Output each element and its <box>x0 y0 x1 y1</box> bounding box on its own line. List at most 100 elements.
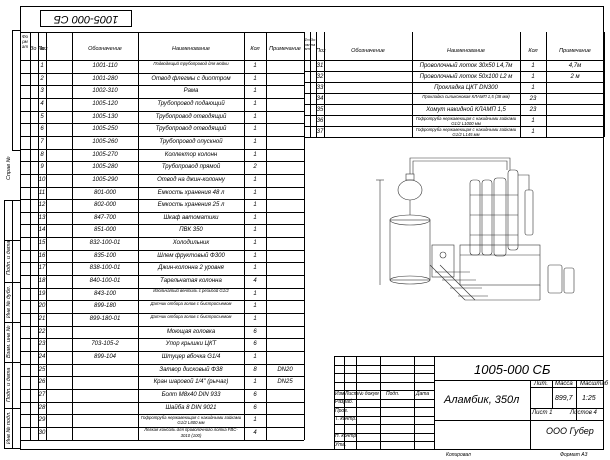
row-pos: 28 <box>38 404 46 411</box>
header-name: Наименование <box>447 48 485 54</box>
table-col-line <box>46 32 47 440</box>
table-row-line <box>20 287 304 289</box>
row-designation: 847-700 <box>93 214 117 221</box>
row-name: Моющая головка <box>166 328 216 335</box>
tb-line <box>530 387 604 388</box>
tb-line <box>434 420 604 421</box>
row-qty: 1 <box>253 151 257 158</box>
table-row-line <box>20 123 304 125</box>
tb-doc-number: 1005-000 СБ <box>474 362 551 377</box>
table-col-line <box>138 32 139 440</box>
row-name: Трубопровод опускной <box>159 138 223 145</box>
row-pos: 26 <box>38 379 46 386</box>
table-row-line <box>20 376 304 378</box>
table-row-line <box>20 313 304 314</box>
table-col-line <box>412 32 413 137</box>
tb-col-line <box>344 356 345 450</box>
row-designation: 1005-290 <box>92 176 118 183</box>
row-designation: 1005-250 <box>92 126 118 133</box>
header-name: Наименование <box>172 46 210 52</box>
row-designation: 899-180 <box>93 303 117 310</box>
tb-name: Аламбик, 350л <box>444 394 520 406</box>
row-pos: 36 <box>316 117 324 124</box>
tb-line <box>530 408 604 409</box>
table-col-line <box>304 32 305 440</box>
strip-line <box>4 282 20 283</box>
table-header-line <box>20 60 304 61</box>
side-label: Подп. и дата <box>6 240 12 275</box>
row-pos: 23 <box>38 341 46 348</box>
side-label: Инв № дубл. <box>6 285 12 318</box>
row-pos: 7 <box>40 138 44 145</box>
header-designation: Обозначение <box>351 48 385 54</box>
row-name: Легкая консоль для проволочного лотка FB… <box>144 427 238 438</box>
row-pos: 32 <box>316 73 324 80</box>
tb-role: Пров. <box>335 407 349 414</box>
header-format: Фо рм ат <box>304 37 310 51</box>
table-row-line <box>20 161 304 163</box>
row-designation: 851-000 <box>93 227 117 234</box>
row-name: Датчик отбора голов с быстросъемом <box>150 313 232 319</box>
table-row-line <box>20 414 304 416</box>
tb-col-line <box>530 380 531 450</box>
row-name: Отвод флегмы с диоптром <box>151 75 231 82</box>
tb-col-header: Подп. <box>386 390 400 397</box>
table-row-line <box>20 426 304 428</box>
tb-scale-value: 1:25 <box>582 395 596 402</box>
tb-left <box>334 356 335 450</box>
row-name: Шлем фруктовый Ф300 <box>157 252 225 259</box>
header-qty: Кол <box>250 46 260 52</box>
table-col-line <box>324 32 325 137</box>
row-qty: 8 <box>253 366 257 373</box>
row-qty: 1 <box>253 379 257 386</box>
row-name: Трубопровод подающий <box>157 100 225 107</box>
header-zone: Зо на <box>310 37 316 47</box>
table-col-line <box>304 32 305 137</box>
row-name: Проволочный лоток 50х100 L2 м <box>419 73 513 80</box>
table-col-line <box>72 32 73 440</box>
table-row-line <box>20 338 304 340</box>
row-designation: 899-104 <box>93 353 117 360</box>
row-name: Гофротруба нержавеющая с накидными гайка… <box>415 126 517 137</box>
table-col-line <box>310 32 311 137</box>
header-qty: Кол <box>528 48 538 54</box>
table-col-line <box>520 32 521 137</box>
row-designation: 899-180-01 <box>89 316 121 322</box>
row-name: Шкаф автоматики <box>163 214 219 221</box>
strip-line <box>4 362 20 363</box>
row-pos: 6 <box>40 126 44 133</box>
row-pos: 8 <box>40 151 44 158</box>
row-pos: 16 <box>38 252 46 259</box>
row-name: Трубопровод отводящий <box>155 126 227 133</box>
row-pos: 21 <box>38 316 46 322</box>
tb-col-line <box>576 380 577 420</box>
tb-row-line <box>334 398 434 400</box>
tb-mass-value: 899,7 <box>555 395 573 402</box>
row-pos: 12 <box>38 202 46 209</box>
strip-line <box>4 448 20 449</box>
row-designation: 1005-120 <box>92 100 118 107</box>
row-name: Тарельчатая колонна <box>160 278 222 285</box>
row-designation: 703-105-2 <box>91 341 119 348</box>
table-col-line <box>38 32 39 440</box>
row-pos: 4 <box>40 100 44 107</box>
row-designation: 1005-130 <box>92 113 118 120</box>
table-row-line <box>304 82 604 83</box>
tb-row-line <box>334 407 434 408</box>
table-row-line <box>20 325 304 327</box>
row-qty: 1 <box>253 113 257 120</box>
table-row-line <box>20 350 304 352</box>
row-designation: 838-100-01 <box>89 265 121 272</box>
table-row-line <box>20 85 304 87</box>
tb-lit-label: Лит. <box>534 381 549 387</box>
row-qty: 6 <box>253 341 257 348</box>
row-qty: 1 <box>253 138 257 145</box>
row-pos: 3 <box>40 88 44 95</box>
row-name: Проволочный лоток 30х50 L4,7м <box>419 62 513 69</box>
row-qty: 1 <box>253 75 257 82</box>
assembly-drawing <box>376 157 575 301</box>
row-pos: 24 <box>38 353 46 360</box>
tb-role: Утв. <box>335 441 347 448</box>
strip-line <box>12 30 20 31</box>
